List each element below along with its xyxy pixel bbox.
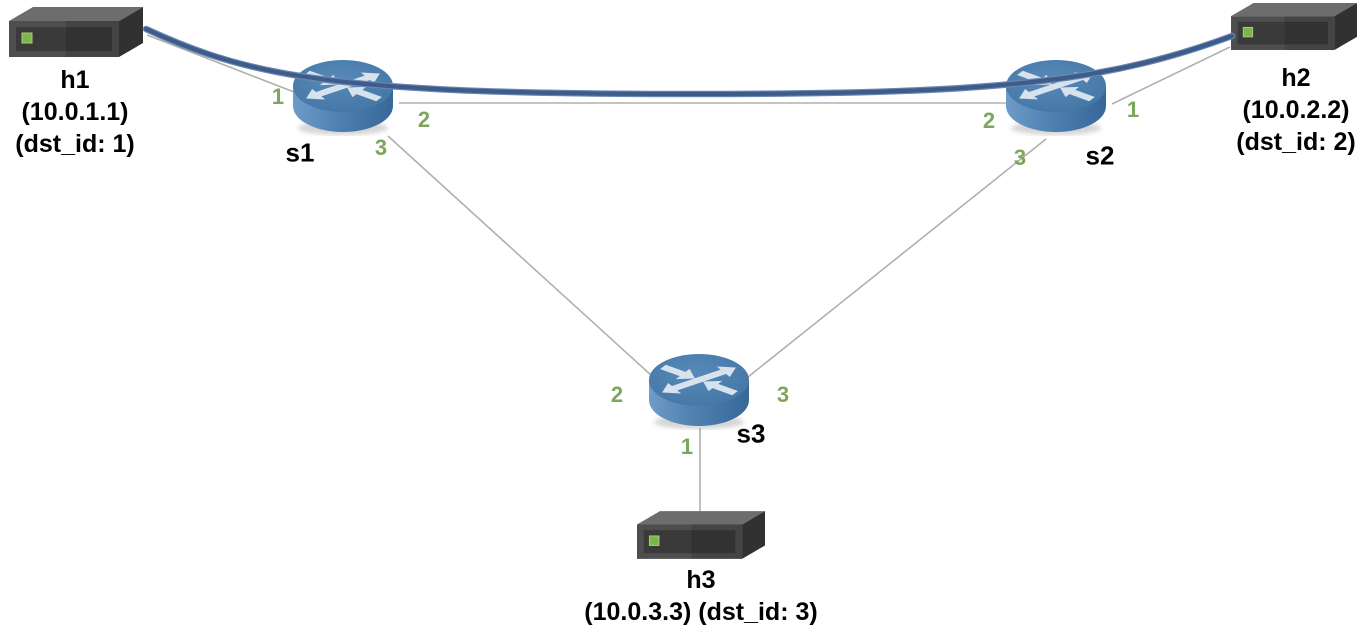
host-h1-name: h1 bbox=[60, 66, 90, 94]
port-label-s2-1: 1 bbox=[1126, 97, 1140, 122]
host-h1-label: h1 (10.0.1.1) (dst_id: 1) bbox=[0, 64, 150, 160]
router-switch-icon bbox=[649, 354, 749, 429]
switch-s3 bbox=[647, 350, 751, 430]
led-indicator bbox=[1242, 26, 1254, 38]
port-label-s1-2: 2 bbox=[417, 107, 431, 132]
link-s1-s3 bbox=[387, 135, 653, 377]
port-label-s2-3: 3 bbox=[1013, 145, 1027, 170]
host-h3 bbox=[637, 511, 765, 559]
host-h2-label: h2 (10.0.2.2) (dst_id: 2) bbox=[1216, 62, 1369, 158]
switch-s2 bbox=[1004, 56, 1108, 136]
switch-s1 bbox=[291, 56, 395, 136]
link-h2-s2 bbox=[1111, 46, 1231, 105]
port-label-s1-3: 3 bbox=[374, 135, 388, 160]
link-s2-s3 bbox=[747, 138, 1047, 378]
server-icon bbox=[637, 511, 765, 559]
port-label-s2-2: 2 bbox=[982, 108, 996, 133]
server-icon bbox=[9, 7, 143, 57]
switch-s3-label: s3 bbox=[736, 418, 766, 449]
led-indicator bbox=[21, 32, 33, 44]
host-h3-ip-dst: (10.0.3.3) (dst_id: 3) bbox=[584, 598, 818, 626]
router-switch-icon bbox=[1006, 60, 1106, 135]
port-label-s3-1: 1 bbox=[680, 434, 694, 459]
host-h2-name: h2 bbox=[1281, 64, 1311, 92]
host-h1 bbox=[9, 7, 143, 57]
led-indicator bbox=[648, 535, 660, 546]
host-h2 bbox=[1231, 3, 1357, 50]
router-switch-icon bbox=[293, 60, 393, 135]
host-h2-dst-id: (dst_id: 2) bbox=[1236, 128, 1356, 156]
host-h2-ip: (10.0.2.2) bbox=[1242, 96, 1350, 124]
port-label-s3-2: 2 bbox=[610, 382, 624, 407]
host-h3-label: h3 (10.0.3.3) (dst_id: 3) bbox=[556, 564, 846, 628]
switch-s1-label: s1 bbox=[285, 137, 315, 168]
server-icon bbox=[1231, 3, 1357, 50]
host-h3-name: h3 bbox=[686, 566, 716, 594]
port-label-s1-1: 1 bbox=[271, 84, 285, 109]
crossed-arrows-glyph bbox=[660, 364, 738, 396]
host-h1-ip: (10.0.1.1) bbox=[21, 98, 129, 126]
switch-s2-label: s2 bbox=[1085, 140, 1115, 171]
port-label-s3-3: 3 bbox=[776, 382, 790, 407]
host-h1-dst-id: (dst_id: 1) bbox=[15, 130, 135, 158]
